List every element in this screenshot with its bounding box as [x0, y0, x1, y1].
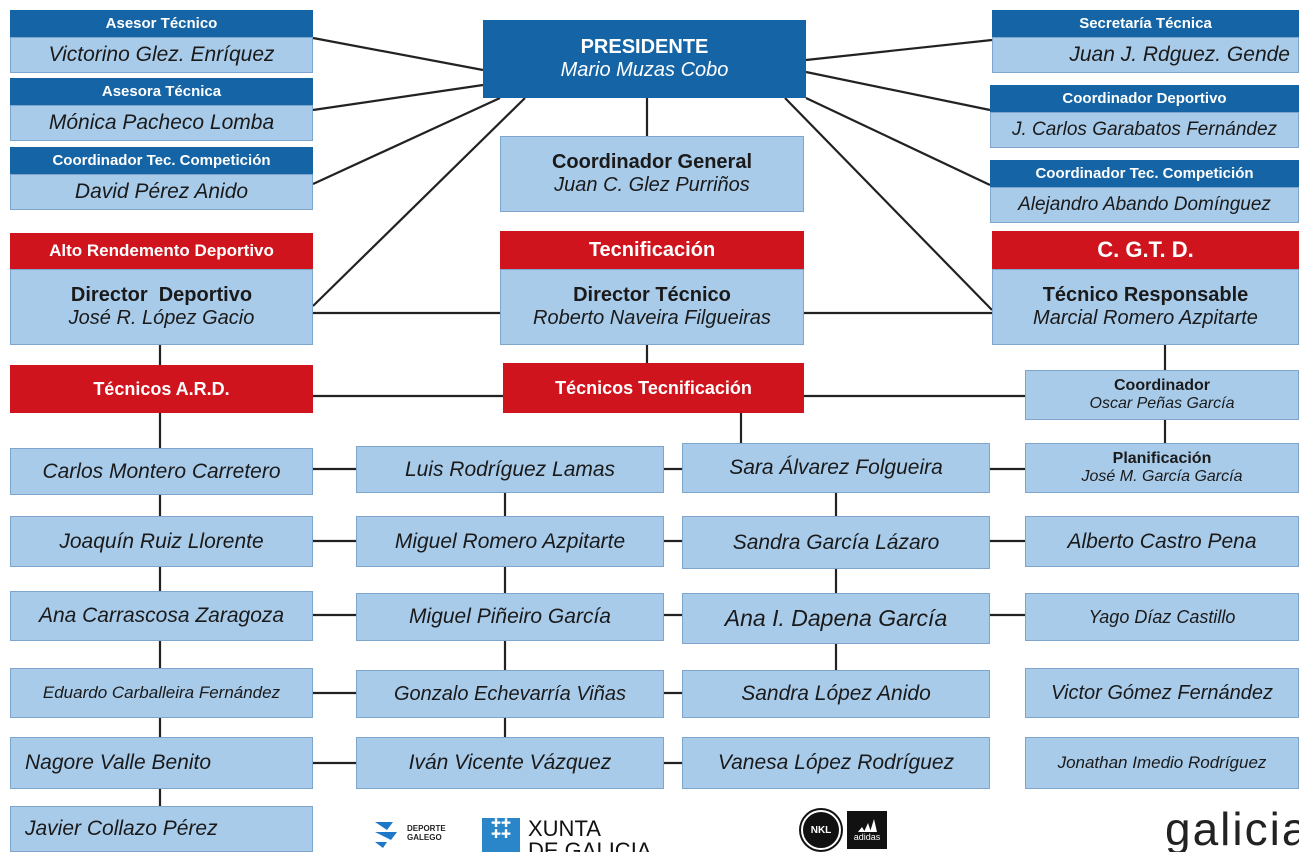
ard-director-name: José R. López Gacio: [68, 307, 255, 329]
cgtd-tecnico-3: Victor Gómez Fernández: [1025, 668, 1299, 718]
tec-right-3: Ana I. Dapena García: [682, 593, 990, 644]
right-advisor-3-role: Coordinador Tec. Competición: [990, 160, 1299, 187]
tecnificacion-director-title: Director Técnico: [573, 284, 731, 306]
right-advisor-1-role: Secretaría Técnica: [992, 10, 1299, 37]
right-advisor-3-name: Alejandro Abando Domínguez: [990, 187, 1299, 223]
coordinador-box: Coordinador Oscar Peñas García: [1025, 370, 1299, 420]
tec-right-1: Sara Álvarez Folgueira: [682, 443, 990, 493]
ard-director-title: Director Deportivo: [70, 284, 253, 306]
xunta-line1: XUNTA: [528, 818, 601, 841]
ard-header: Alto Rendemento Deportivo: [10, 233, 313, 269]
ard-tecnico-5: Nagore Valle Benito: [10, 737, 313, 789]
xunta-shield-icon: ✚✚✚✚: [482, 818, 520, 852]
ard-tecnico-6: Javier Collazo Pérez: [10, 806, 313, 852]
adidas-label: adidas: [853, 832, 881, 842]
planificacion-title: Planificación: [1112, 450, 1212, 467]
ard-tecnico-4: Eduardo Carballeira Fernández: [10, 668, 313, 718]
left-advisor-1-role: Asesor Técnico: [10, 10, 313, 37]
tec-right-5: Vanesa López Rodríguez: [682, 737, 990, 789]
cgtd-tecnico-2: Yago Díaz Castillo: [1025, 593, 1299, 641]
deporte-galego-line1: DEPORTE: [407, 824, 446, 833]
right-advisor-2-role: Coordinador Deportivo: [990, 85, 1299, 112]
tec-left-2: Miguel Romero Azpitarte: [356, 516, 664, 567]
president-title: PRESIDENTE: [580, 36, 709, 58]
tec-left-4: Gonzalo Echevarría Viñas: [356, 670, 664, 718]
sponsor-logos: NKL adidas: [801, 810, 887, 850]
planificacion-name: José M. García García: [1081, 468, 1243, 485]
president-box: PRESIDENTE Mario Muzas Cobo: [483, 20, 806, 98]
planificacion-box: Planificación José M. García García: [1025, 443, 1299, 493]
galicia-wordmark: galicia: [1165, 806, 1299, 852]
ard-director-box: Director Deportivo José R. López Gacio: [10, 269, 313, 345]
ard-tecnico-2: Joaquín Ruiz Llorente: [10, 516, 313, 567]
general-coordinator-box: Coordinador General Juan C. Glez Purriño…: [500, 136, 804, 212]
coordinador-name: Oscar Peñas García: [1089, 395, 1235, 412]
left-advisor-2-name: Mónica Pacheco Lomba: [10, 105, 313, 141]
tec-right-2: Sandra García Lázaro: [682, 516, 990, 569]
tec-left-5: Iván Vicente Vázquez: [356, 737, 664, 789]
cgtd-responsible-name: Marcial Romero Azpitarte: [1033, 307, 1258, 329]
left-advisor-3-name: David Pérez Anido: [10, 174, 313, 210]
deporte-galego-logo: DEPORTE GALEGO: [373, 818, 446, 848]
xunta-logo: ✚✚✚✚ XUNTA DE GALICIA: [482, 818, 651, 852]
cgtd-header: C. G.T. D.: [992, 231, 1299, 269]
tecnificacion-director-name: Roberto Naveira Filgueiras: [533, 307, 771, 329]
galicia-logo: galicia: [1165, 806, 1299, 852]
tec-left-3: Miguel Piñeiro García: [356, 593, 664, 641]
general-coordinator-title: Coordinador General: [551, 151, 753, 173]
deporte-galego-line2: GALEGO: [407, 833, 442, 842]
tecnicos-ard-header: Técnicos A.R.D.: [10, 365, 313, 413]
cgtd-tecnico-1: Alberto Castro Pena: [1025, 516, 1299, 567]
adidas-stripes-icon: [858, 819, 877, 832]
tecnicos-tecnificacion-header: Técnicos Tecnificación: [503, 363, 804, 413]
ard-tecnico-3: Ana Carrascosa Zaragoza: [10, 591, 313, 641]
right-advisor-1-name: Juan J. Rdguez. Gende: [992, 37, 1299, 73]
left-advisor-3-role: Coordinador Tec. Competición: [10, 147, 313, 174]
tecnificacion-director-box: Director Técnico Roberto Naveira Filguei…: [500, 269, 804, 345]
deporte-galego-icon: [375, 822, 397, 848]
tec-right-4: Sandra López Anido: [682, 670, 990, 718]
adidas-logo: adidas: [847, 811, 887, 849]
coordinador-title: Coordinador: [1114, 377, 1210, 394]
xunta-line2: DE GALICIA: [528, 838, 652, 852]
ard-tecnico-1: Carlos Montero Carretero: [10, 448, 313, 495]
tec-left-1: Luis Rodríguez Lamas: [356, 446, 664, 493]
right-advisor-2-name: J. Carlos Garabatos Fernández: [990, 112, 1299, 148]
cgtd-responsible-box: Técnico Responsable Marcial Romero Azpit…: [992, 269, 1299, 345]
cgtd-tecnico-4: Jonathan Imedio Rodríguez: [1025, 737, 1299, 789]
general-coordinator-name: Juan C. Glez Purriños: [554, 174, 750, 196]
president-name: Mario Muzas Cobo: [560, 59, 729, 81]
nkl-logo: NKL: [801, 810, 841, 850]
left-advisor-2-role: Asesora Técnica: [10, 78, 313, 105]
tecnificacion-header: Tecnificación: [500, 231, 804, 269]
left-advisor-1-name: Victorino Glez. Enríquez: [10, 37, 313, 73]
cgtd-responsible-title: Técnico Responsable: [1042, 284, 1249, 306]
